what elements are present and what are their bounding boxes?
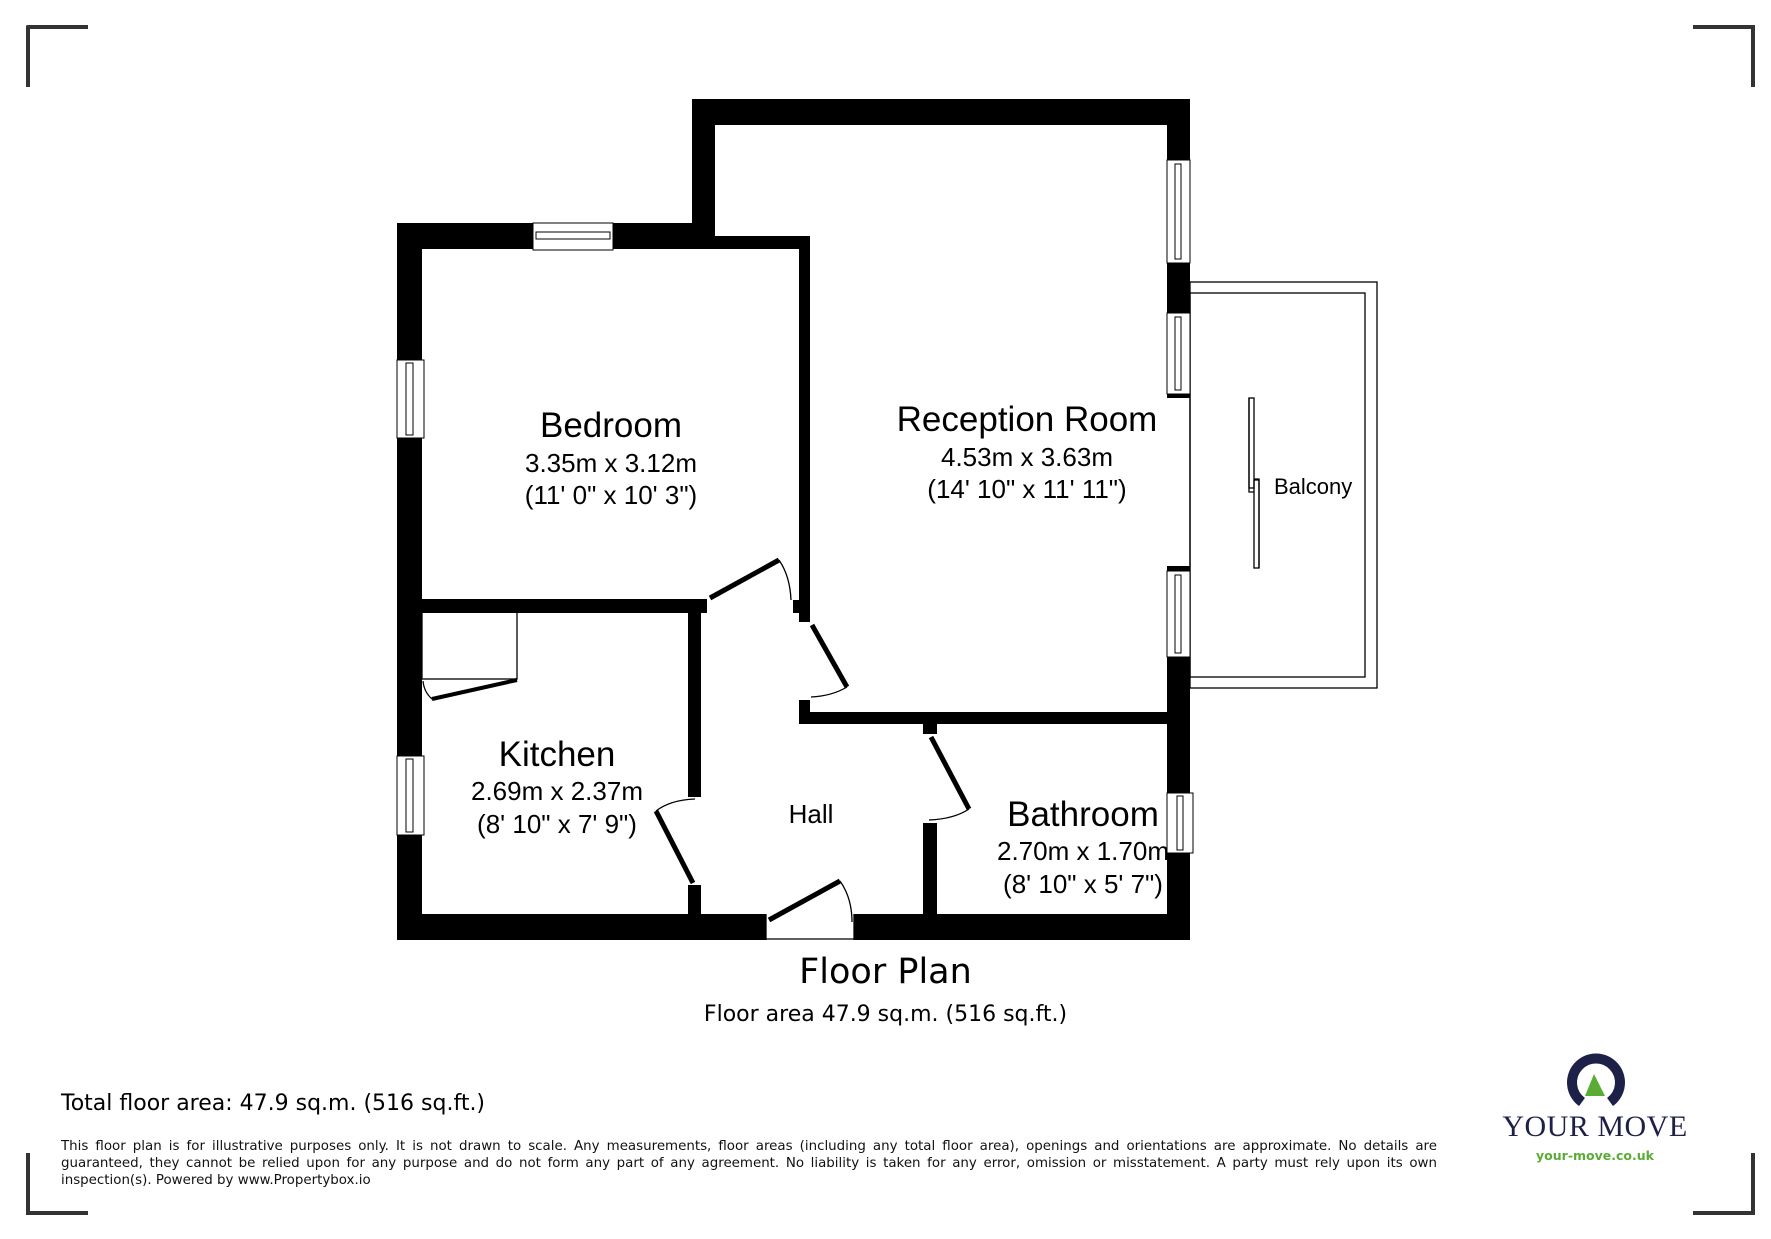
room-dimensions-metric: 2.69m x 2.37m [471,776,643,806]
plan-floor-area: Floor area 47.9 sq.m. (516 sq.ft.) [703,1002,1068,1027]
window-reception-1 [1166,159,1191,264]
room-dimensions-metric: 2.70m x 1.70m [997,836,1169,866]
corner-mark-bottom-right [1693,1153,1755,1215]
window-bathroom [1166,792,1194,854]
windows [396,159,1194,854]
corner-mark-top-right [1693,25,1755,87]
corner-mark-bottom-left [26,1153,88,1215]
room-label-bathroom: Bathroom 2.70m x 1.70m (8' 10" x 5' 7") [997,795,1169,899]
room-name: Reception Room [897,400,1158,439]
window-bedroom-left [396,359,425,439]
room-dimensions-metric: 4.53m x 3.63m [941,442,1113,472]
plan-title: Floor Plan [799,952,972,992]
door-bedroom [708,557,792,601]
window-kitchen-left [396,755,425,836]
window-reception-3 [1166,570,1191,658]
room-label-reception: Reception Room 4.53m x 3.63m (14' 10" x … [897,400,1158,504]
room-name: Bedroom [540,406,682,445]
total-floor-area: Total floor area: 47.9 sq.m. (516 sq.ft.… [61,1091,486,1116]
room-label-balcony: Balcony [1274,474,1352,499]
door-kitchen [653,798,696,885]
room-dimensions-imperial: (8' 10" x 7' 9") [477,809,637,839]
doors [421,557,972,940]
logo-url: your-move.co.uk [1536,1148,1654,1163]
logo-name: YOUR MOVE [1502,1110,1688,1143]
room-name: Bathroom [1007,795,1159,834]
window-bedroom-top [532,222,614,251]
room-dimensions-metric: 3.35m x 3.12m [525,448,697,478]
room-name: Kitchen [499,735,616,774]
balcony-sliding-door [1248,397,1260,569]
room-label-hall: Hall [789,799,834,829]
door-entrance [765,878,855,940]
door-cupboard [421,611,518,701]
door-reception [809,623,850,698]
disclaimer-text: This floor plan is for illustrative purp… [61,1139,1437,1188]
corner-mark-top-left [26,25,88,87]
room-label-kitchen: Kitchen 2.69m x 2.37m (8' 10" x 7' 9") [471,735,643,839]
room-label-bedroom: Bedroom 3.35m x 3.12m (11' 0" x 10' 3") [525,406,697,510]
location-ring-icon [1567,1053,1625,1107]
balcony [1189,281,1378,689]
room-dimensions-imperial: (11' 0" x 10' 3") [525,480,697,510]
window-reception-2 [1166,312,1191,395]
room-dimensions-imperial: (14' 10" x 11' 11") [927,474,1126,504]
room-dimensions-imperial: (8' 10" x 5' 7") [1003,869,1163,899]
door-bathroom [928,735,972,821]
your-move-logo: YOUR MOVE your-move.co.uk [1500,1050,1690,1170]
